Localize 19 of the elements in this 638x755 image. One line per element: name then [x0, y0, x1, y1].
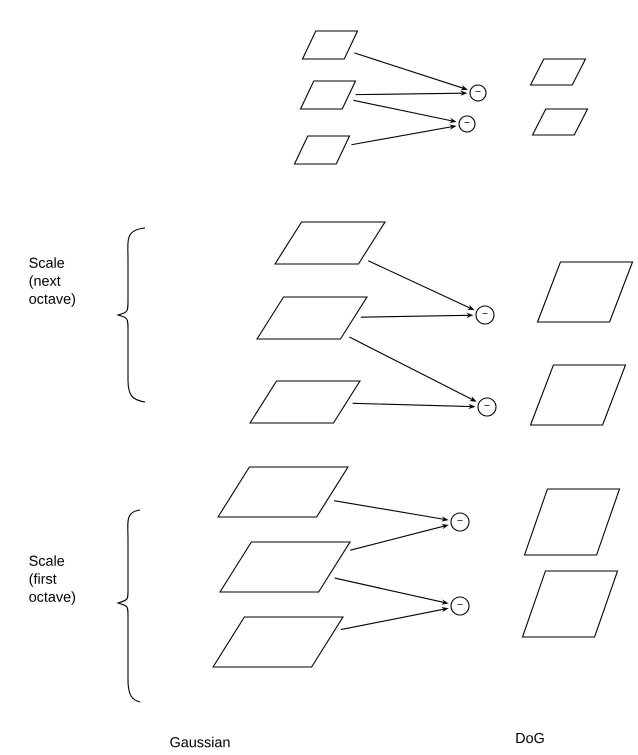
image-plane	[522, 570, 618, 638]
image-plane	[256, 296, 368, 340]
image-plane	[536, 261, 634, 323]
image-plane	[530, 58, 586, 86]
image-plane	[294, 135, 350, 165]
label: DoG	[516, 732, 544, 744]
image-plane	[300, 80, 356, 110]
image-plane	[524, 488, 620, 556]
label: Gaussian	[170, 736, 230, 748]
image-plane	[530, 364, 626, 426]
label: Scale (first octave)	[29, 555, 76, 605]
image-plane	[302, 30, 358, 60]
image-plane	[217, 466, 349, 518]
image-plane	[219, 541, 351, 593]
label: Scale (next octave)	[29, 257, 76, 307]
image-plane	[532, 108, 588, 136]
image-plane	[212, 616, 344, 668]
image-plane	[274, 221, 386, 265]
image-plane	[249, 380, 361, 424]
